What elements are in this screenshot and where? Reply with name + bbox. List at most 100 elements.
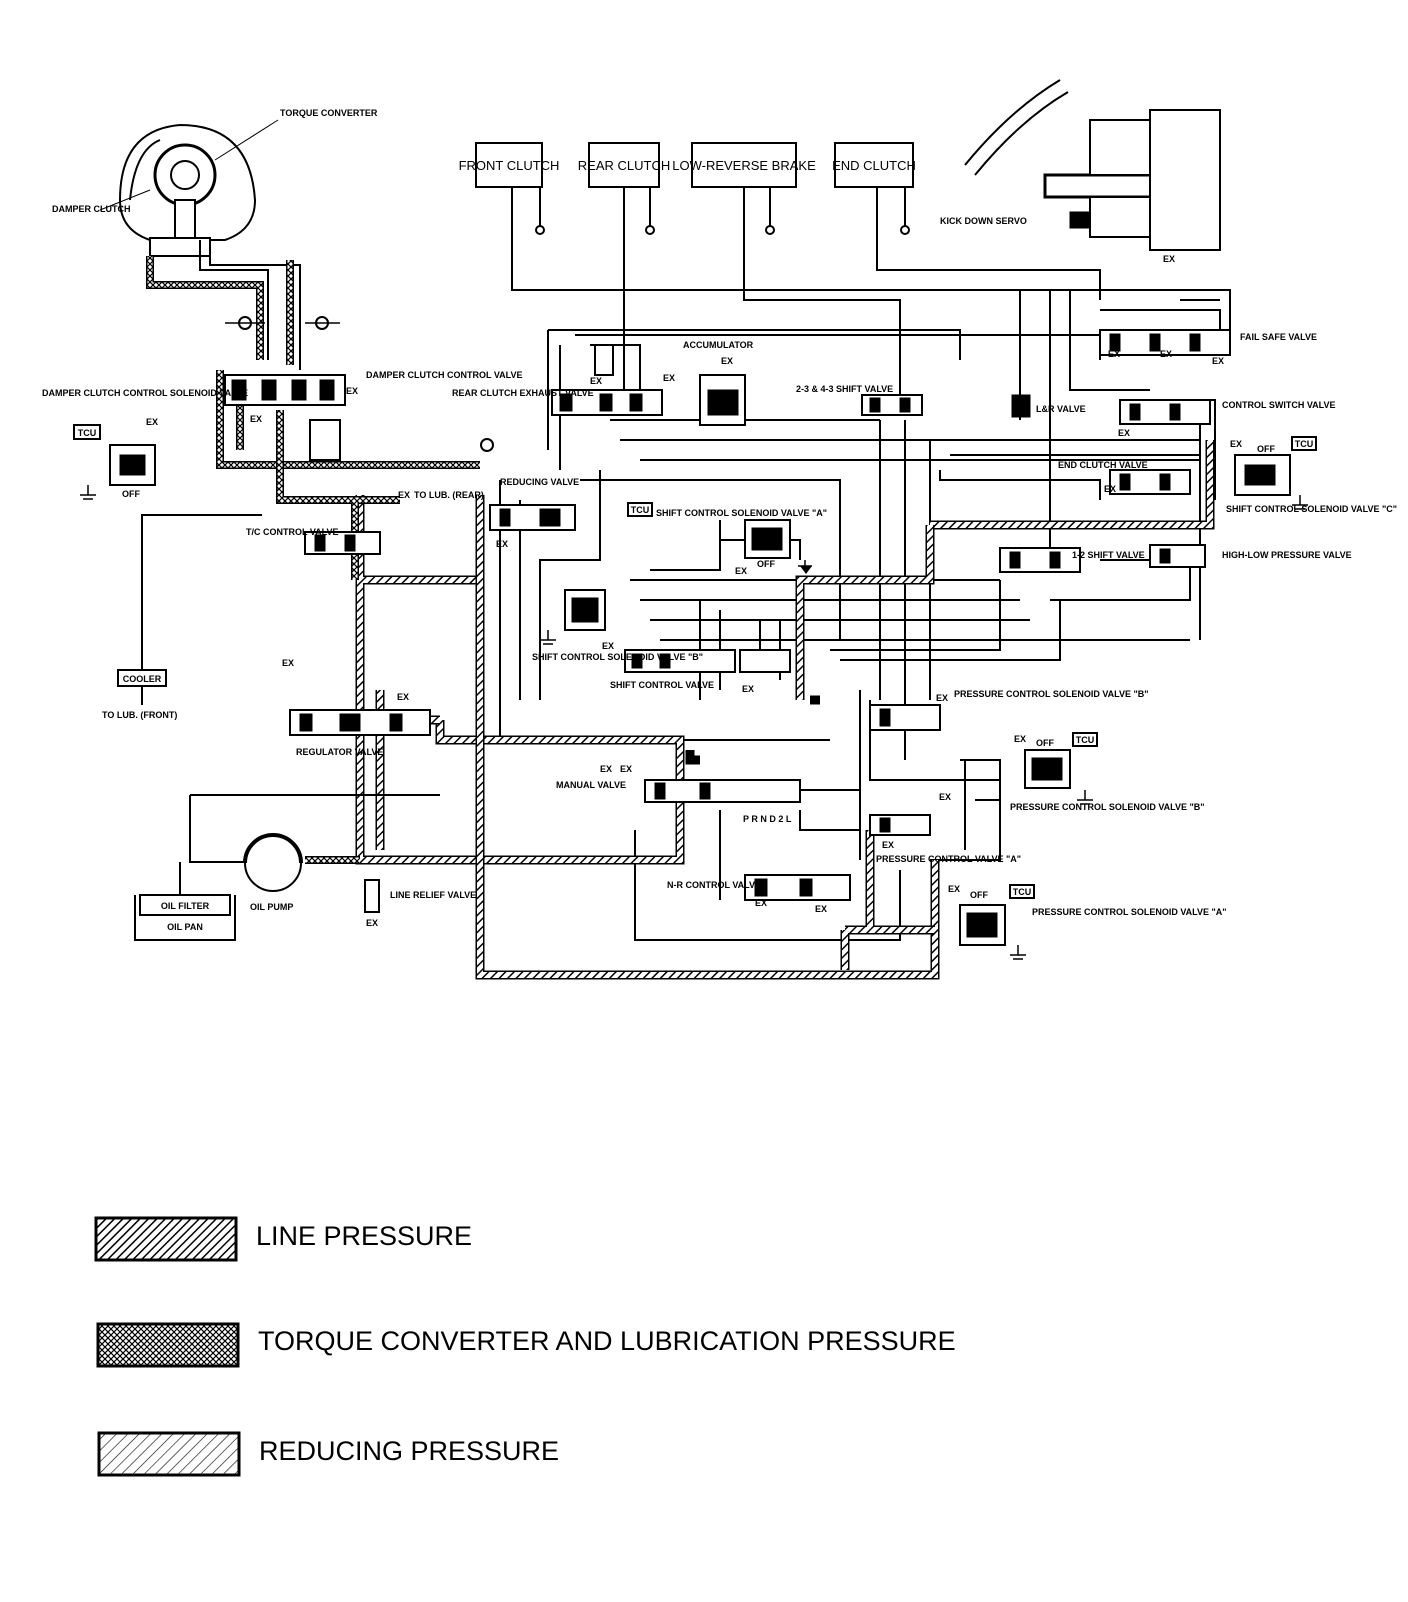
svg-text:OFF: OFF — [757, 559, 775, 569]
svg-text:L&R VALVE: L&R VALVE — [1036, 404, 1086, 414]
svg-text:END CLUTCH VALVE: END CLUTCH VALVE — [1058, 460, 1148, 470]
svg-text:EX: EX — [815, 904, 827, 914]
svg-text:HIGH-LOW PRESSURE VALVE: HIGH-LOW PRESSURE VALVE — [1222, 550, 1352, 560]
rear-clutch-box: REAR CLUTCH — [578, 142, 670, 188]
svg-text:EX: EX — [939, 792, 951, 802]
svg-text:EX: EX — [590, 376, 602, 386]
svg-text:EX: EX — [620, 764, 632, 774]
svg-text:1-2 SHIFT VALVE: 1-2 SHIFT VALVE — [1072, 550, 1145, 560]
svg-text:OIL PAN: OIL PAN — [167, 922, 203, 932]
svg-text:ACCUMULATOR: ACCUMULATOR — [683, 340, 754, 350]
off-markers: OFF OFF OFF OFF OFF — [122, 444, 1275, 900]
svg-text:END CLUTCH: END CLUTCH — [832, 158, 916, 173]
svg-text:EX: EX — [755, 898, 767, 908]
svg-text:SHIFT CONTROL SOLENOID VALVE ": SHIFT CONTROL SOLENOID VALVE "C" — [1226, 504, 1397, 514]
svg-text:OFF: OFF — [1257, 444, 1275, 454]
legend-tc-lub-pressure: TORQUE CONVERTER AND LUBRICATION PRESSUR… — [96, 1322, 956, 1368]
cooler-box: COOLER — [117, 514, 262, 705]
svg-text:PRESSURE CONTROL SOLENOID VALV: PRESSURE CONTROL SOLENOID VALVE "B" — [1010, 802, 1205, 812]
valve-bodies — [109, 329, 1291, 946]
svg-text:LINE RELIEF VALVE: LINE RELIEF VALVE — [390, 890, 476, 900]
line-pressure-lines — [355, 440, 1215, 980]
pressure-gauges — [225, 316, 494, 452]
svg-text:REAR CLUTCH: REAR CLUTCH — [578, 158, 670, 173]
svg-text:REDUCING VALVE: REDUCING VALVE — [500, 477, 579, 487]
torque-converter — [118, 123, 257, 257]
svg-text:SHIFT CONTROL SOLENOID VALVE ": SHIFT CONTROL SOLENOID VALVE "B" — [532, 652, 703, 662]
svg-text:EX: EX — [882, 840, 894, 850]
svg-text:EX: EX — [663, 373, 675, 383]
svg-text:P R N D 2 L: P R N D 2 L — [743, 814, 792, 824]
ex-marker: EX — [1163, 254, 1175, 264]
svg-text:EX: EX — [146, 417, 158, 427]
low-reverse-brake-box: LOW-REVERSE BRAKE — [672, 142, 816, 188]
svg-text:FRONT CLUTCH: FRONT CLUTCH — [459, 158, 560, 173]
svg-text:EX: EX — [250, 414, 262, 424]
svg-text:TCU: TCU — [1076, 735, 1095, 745]
legend-line-pressure-label: LINE PRESSURE — [256, 1221, 472, 1251]
svg-text:PRESSURE CONTROL VALVE "A": PRESSURE CONTROL VALVE "A" — [876, 854, 1021, 864]
svg-text:EX: EX — [346, 386, 358, 396]
svg-text:EX: EX — [1014, 734, 1026, 744]
svg-text:EX: EX — [1118, 428, 1130, 438]
svg-text:REAR CLUTCH EXHAUST VALVE: REAR CLUTCH EXHAUST VALVE — [452, 388, 594, 398]
svg-text:N-R CONTROL VALVE: N-R CONTROL VALVE — [667, 880, 761, 890]
svg-text:EX: EX — [600, 764, 612, 774]
svg-text:2-3 & 4-3 SHIFT VALVE: 2-3 & 4-3 SHIFT VALVE — [796, 384, 893, 394]
svg-text:EX: EX — [1212, 356, 1224, 366]
svg-text:EX: EX — [1108, 349, 1120, 359]
front-clutch-box: FRONT CLUTCH — [459, 142, 560, 188]
svg-text:EX: EX — [936, 693, 948, 703]
component-labels: DAMPER CLUTCH CONTROL SOLENOID VALVE DAM… — [42, 332, 1397, 932]
svg-text:OIL FILTER: OIL FILTER — [161, 901, 210, 911]
svg-text:TCU: TCU — [1295, 439, 1314, 449]
ex-markers: EX EX EX EX EX EX EX EX EX EX EX EX EX E… — [146, 349, 1242, 928]
svg-text:EX: EX — [721, 356, 733, 366]
oil-filter-pan — [134, 894, 236, 941]
svg-text:LOW-REVERSE BRAKE: LOW-REVERSE BRAKE — [672, 158, 816, 173]
torque-converter-label: TORQUE CONVERTER — [280, 108, 378, 118]
tcu-markers: TCU TCU TCU TCU TCU — [73, 424, 1317, 899]
svg-text:EX: EX — [1230, 439, 1242, 449]
svg-text:EX: EX — [496, 539, 508, 549]
svg-text:PRESSURE CONTROL SOLENOID VALV: PRESSURE CONTROL SOLENOID VALVE "B" — [954, 689, 1149, 699]
svg-text:OFF: OFF — [1036, 738, 1054, 748]
svg-text:EX: EX — [397, 692, 409, 702]
svg-text:EX: EX — [398, 490, 410, 500]
svg-text:EX: EX — [1104, 484, 1116, 494]
svg-text:TO LUB. (FRONT): TO LUB. (FRONT) — [102, 710, 177, 720]
svg-text:EX: EX — [602, 641, 614, 651]
svg-text:CONTROL SWITCH VALVE: CONTROL SWITCH VALVE — [1222, 400, 1336, 410]
svg-text:TCU: TCU — [1013, 887, 1032, 897]
tc-lub-pressure-lines — [146, 256, 480, 864]
svg-text:OIL PUMP: OIL PUMP — [250, 902, 293, 912]
svg-text:SHIFT CONTROL SOLENOID VALVE ": SHIFT CONTROL SOLENOID VALVE "A" — [656, 508, 827, 518]
svg-text:DAMPER CLUTCH CONTROL VALVE: DAMPER CLUTCH CONTROL VALVE — [366, 370, 523, 380]
svg-text:MANUAL VALVE: MANUAL VALVE — [556, 780, 626, 790]
kick-down-servo-label: KICK DOWN SERVO — [940, 216, 1027, 226]
svg-text:COOLER: COOLER — [123, 674, 162, 684]
legend-line-pressure: LINE PRESSURE — [94, 1216, 472, 1262]
svg-text:T/C CONTROL VALVE: T/C CONTROL VALVE — [246, 527, 339, 537]
svg-text:REGULATOR VALVE: REGULATOR VALVE — [296, 747, 383, 757]
svg-text:OFF: OFF — [122, 489, 140, 499]
svg-text:EX: EX — [366, 918, 378, 928]
oil-pump — [179, 794, 440, 895]
ground-symbols — [80, 485, 1308, 960]
svg-text:DAMPER CLUTCH CONTROL SOLENOID: DAMPER CLUTCH CONTROL SOLENOID VALVE — [42, 388, 248, 398]
svg-text:EX: EX — [948, 884, 960, 894]
svg-text:FAIL SAFE VALVE: FAIL SAFE VALVE — [1240, 332, 1317, 342]
damper-clutch-label: DAMPER CLUTCH — [52, 204, 131, 214]
legend: LINE PRESSURE TORQUE CONVERTER AND LUBRI… — [94, 1216, 956, 1477]
svg-text:TO LUB. (REAR): TO LUB. (REAR) — [414, 490, 484, 500]
svg-text:OFF: OFF — [970, 890, 988, 900]
svg-text:EX: EX — [282, 658, 294, 668]
legend-reducing-pressure: REDUCING PRESSURE — [97, 1431, 559, 1477]
legend-tc-lub-pressure-label: TORQUE CONVERTER AND LUBRICATION PRESSUR… — [258, 1326, 956, 1356]
svg-text:SHIFT CONTROL VALVE: SHIFT CONTROL VALVE — [610, 680, 714, 690]
svg-text:PRESSURE CONTROL SOLENOID VALV: PRESSURE CONTROL SOLENOID VALVE "A" — [1032, 907, 1227, 917]
legend-reducing-pressure-label: REDUCING PRESSURE — [259, 1436, 559, 1466]
svg-text:TCU: TCU — [631, 505, 650, 515]
line-relief-valve — [364, 879, 380, 913]
